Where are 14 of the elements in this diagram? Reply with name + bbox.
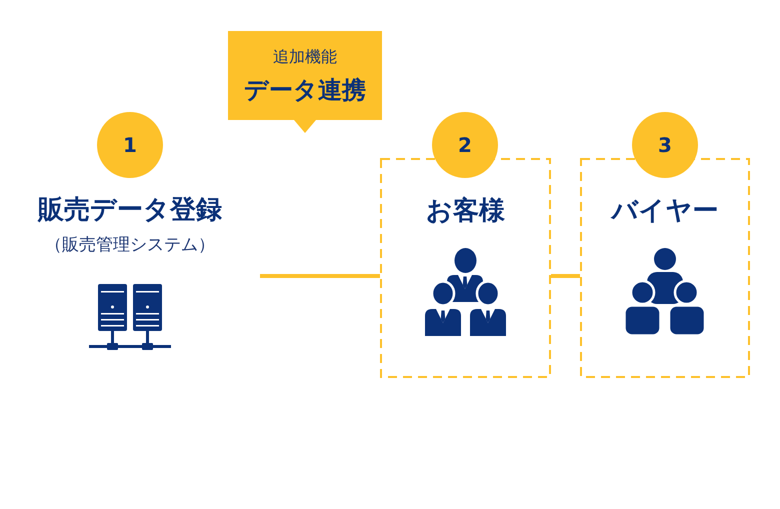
node-subtitle: （販売管理システム） [45,234,215,257]
node-title: お客様 [426,195,505,228]
dashed-frame [580,158,750,378]
step-number: 1 [123,133,137,157]
node-title: 販売データ登録 [38,194,222,227]
step-number: 3 [658,133,672,157]
dashed-frame [380,158,551,378]
step-number: 2 [458,133,472,157]
callout-caption: 追加機能 [273,46,337,68]
callout-title: データ連携 [244,75,366,106]
node-title: バイヤー [612,195,718,228]
speech-bubble [228,31,382,133]
connector-line [260,274,380,278]
connector-line [551,274,580,278]
